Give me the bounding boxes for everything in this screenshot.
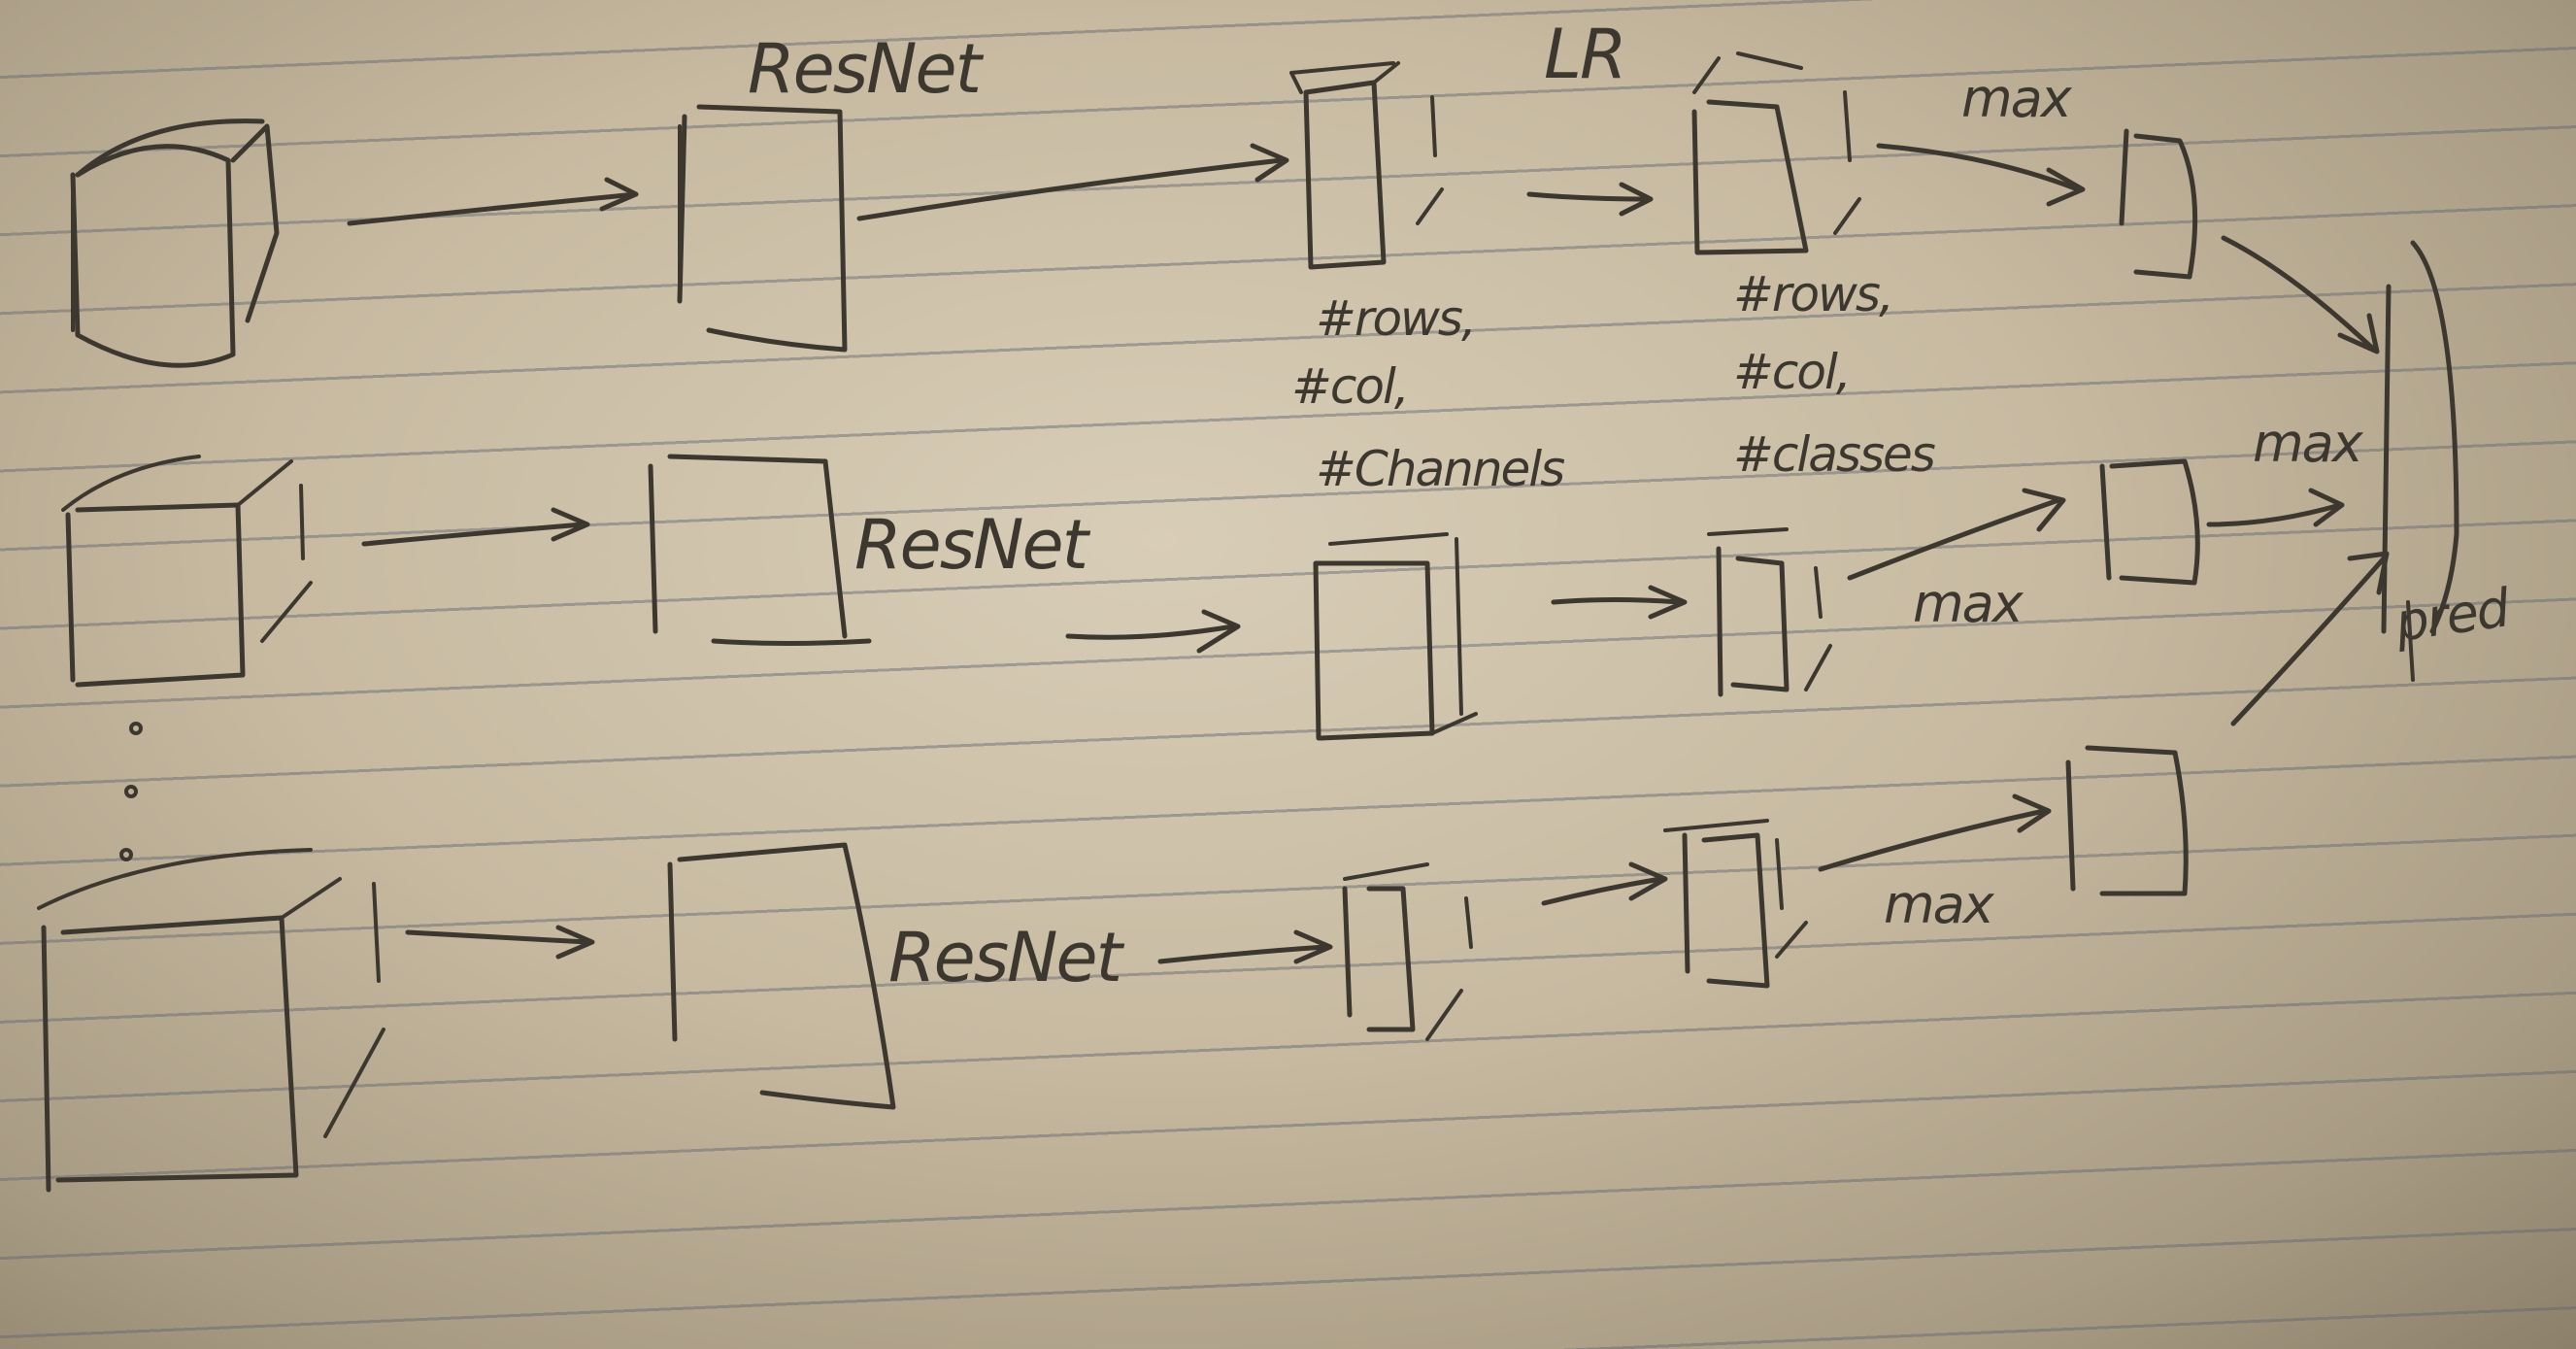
- pred-label: pred: [2391, 577, 2514, 654]
- arrow-pred-1: [2221, 235, 2380, 354]
- arrow-2c: [1551, 585, 1688, 620]
- logit-dim-rows: #rows,: [1733, 266, 1892, 322]
- lr-label: LR: [1544, 15, 1625, 94]
- arrow-2a: [361, 507, 590, 547]
- feature-map-2: [1313, 532, 1478, 741]
- logit-map-3: [1663, 819, 1808, 989]
- resnet-label-1: ResNet: [748, 29, 985, 109]
- feature-map-1: [1289, 61, 1444, 270]
- prediction-vector: [2221, 235, 2459, 726]
- arrow-3b: [1157, 929, 1333, 964]
- arrow-1b: [856, 143, 1289, 221]
- arrow-3c: [1541, 861, 1668, 906]
- arrow-1a: [347, 177, 639, 226]
- pooled-output-3: [2065, 745, 2189, 896]
- feature-map-3: [1342, 862, 1473, 1041]
- resnet-label-2: ResNet: [854, 505, 1091, 585]
- arrow-2b: [1065, 609, 1241, 654]
- row-2: ResNet max max: [61, 413, 2366, 741]
- resnet-block-2: [648, 454, 872, 646]
- logit-dims-note: #rows, #col, #classes: [1733, 266, 1937, 483]
- arrow-2d: [1847, 488, 2066, 581]
- pooled-output-1: [2119, 128, 2198, 280]
- ellipsis-dots: [119, 722, 143, 861]
- arrow-pred-3: [2230, 551, 2390, 726]
- feature-dim-channels: #Channels: [1316, 441, 1564, 497]
- row-1: ResNet LR max: [70, 15, 2198, 368]
- pooled-output-2: [2099, 458, 2200, 586]
- logit-dim-cols: #col,: [1733, 344, 1850, 400]
- logit-dim-classes: #classes: [1733, 426, 1935, 483]
- feature-dim-cols: #col,: [1291, 358, 1408, 415]
- row-3: ResNet max: [37, 745, 2189, 1193]
- arrow-2e: [2206, 488, 2345, 527]
- input-image-3: [37, 848, 385, 1193]
- input-image-1: [70, 118, 280, 368]
- feature-dim-rows: #rows,: [1316, 290, 1475, 347]
- resnet-block-1: [677, 104, 848, 353]
- max-label-3: max: [1884, 874, 1995, 935]
- resnet-label-3: ResNet: [888, 918, 1125, 997]
- logit-map-2: [1707, 527, 1832, 697]
- max-label-1: max: [1961, 68, 2073, 129]
- input-image-2: [61, 455, 313, 688]
- max-label-2: max: [1913, 573, 2024, 634]
- arrow-1c: [1526, 182, 1654, 217]
- arrow-3d: [1818, 793, 2052, 872]
- feature-dims-note: #rows, #col, #Channels: [1291, 290, 1566, 497]
- logit-map-1: [1691, 51, 1861, 255]
- max-label-4: max: [2253, 413, 2364, 474]
- arrow-1d: [1876, 143, 2086, 207]
- resnet-block-3: [667, 842, 896, 1110]
- arrow-3a: [405, 925, 595, 960]
